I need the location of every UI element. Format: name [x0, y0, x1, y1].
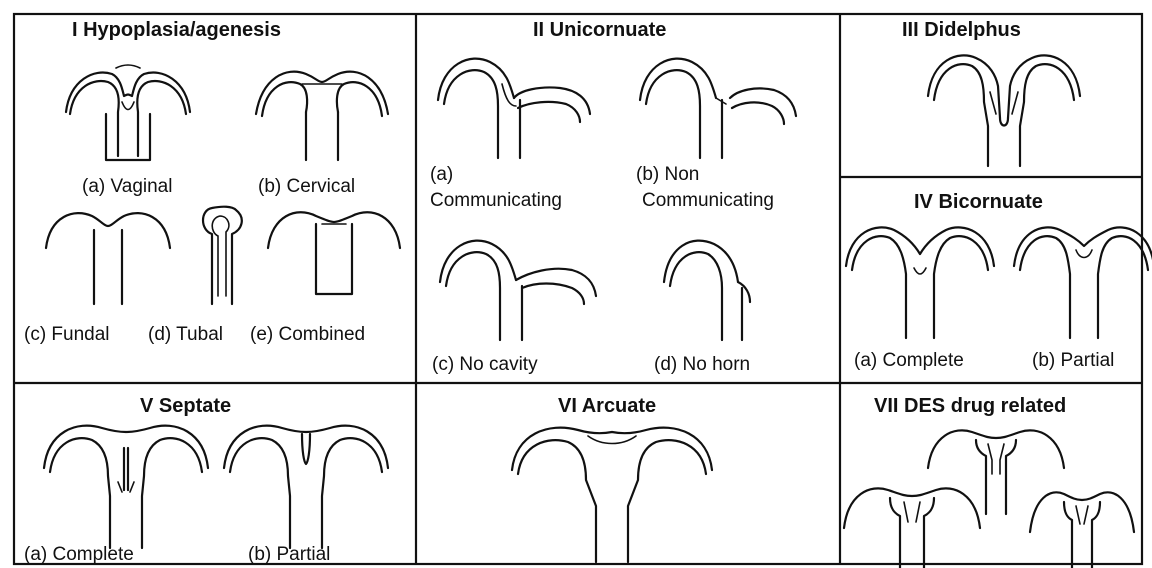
- panel-title: IV Bicornuate: [914, 191, 1043, 213]
- des-uterus-right-diagram: [1030, 492, 1134, 568]
- caption-vaginal: (a) Vaginal: [82, 176, 172, 197]
- panel-arcuate: VI Arcuate: [512, 395, 712, 562]
- panel-bicornuate: IV Bicornuate (a) Complete (b) Partial: [846, 191, 1152, 371]
- caption-no-cavity: (c) No cavity: [432, 354, 538, 375]
- unicornuate-noncommunicating-diagram: [640, 59, 796, 158]
- uterus-tubal-diagram: [203, 207, 242, 304]
- caption-fundal: (c) Fundal: [24, 324, 110, 345]
- panel-title: III Didelphus: [902, 19, 1021, 41]
- des-uterus-top-diagram: [928, 430, 1064, 514]
- caption-complete: (a) Complete: [24, 544, 134, 565]
- caption-partial: (b) Partial: [248, 544, 330, 565]
- panel-title: II Unicornuate: [533, 19, 666, 41]
- caption-b-non: (b) Non: [636, 164, 699, 185]
- didelphus-diagram: [928, 55, 1080, 166]
- caption-no-horn: (d) No horn: [654, 354, 750, 375]
- des-uterus-left-diagram: [844, 488, 980, 568]
- panel-title: I Hypoplasia/agenesis: [72, 19, 281, 41]
- panel-didelphus: III Didelphus: [902, 19, 1080, 166]
- panel-septate: V Septate (a) Complete (b) Partial: [24, 395, 388, 565]
- caption-partial: (b) Partial: [1032, 350, 1114, 371]
- caption-cervical: (b) Cervical: [258, 176, 355, 197]
- caption-communicating-b: Communicating: [642, 190, 774, 211]
- bicornuate-complete-diagram: [846, 227, 994, 338]
- unicornuate-nocavity-diagram: [440, 241, 596, 340]
- panel-unicornuate: II Unicornuate (a) Communicating (b) Non…: [430, 19, 796, 375]
- septate-complete-diagram: [44, 426, 208, 548]
- uterus-fundal-diagram: [46, 213, 170, 304]
- uterus-combined-diagram: [268, 212, 400, 294]
- bicornuate-partial-diagram: [1014, 227, 1152, 338]
- uterus-cervical-diagram: [256, 72, 388, 160]
- arcuate-diagram: [512, 428, 712, 562]
- panel-title: VII DES drug related: [874, 395, 1066, 417]
- caption-complete: (a) Complete: [854, 350, 964, 371]
- grid-frame: [14, 14, 1142, 564]
- panel-title: VI Arcuate: [558, 395, 656, 417]
- caption-tubal: (d) Tubal: [148, 324, 223, 345]
- unicornuate-nohorn-diagram: [664, 241, 750, 340]
- panel-hypoplasia-agenesis: I Hypoplasia/agenesis (a) Vaginal (b) Ce…: [24, 19, 400, 345]
- panel-des-drug-related: VII DES drug related: [844, 395, 1134, 568]
- caption-combined: (e) Combined: [250, 324, 365, 345]
- septate-partial-diagram: [224, 426, 388, 548]
- caption-communicating: Communicating: [430, 190, 562, 211]
- uterus-vaginal-diagram: [66, 65, 190, 160]
- caption-a: (a): [430, 164, 453, 185]
- unicornuate-communicating-diagram: [438, 59, 590, 158]
- panel-title: V Septate: [140, 395, 231, 417]
